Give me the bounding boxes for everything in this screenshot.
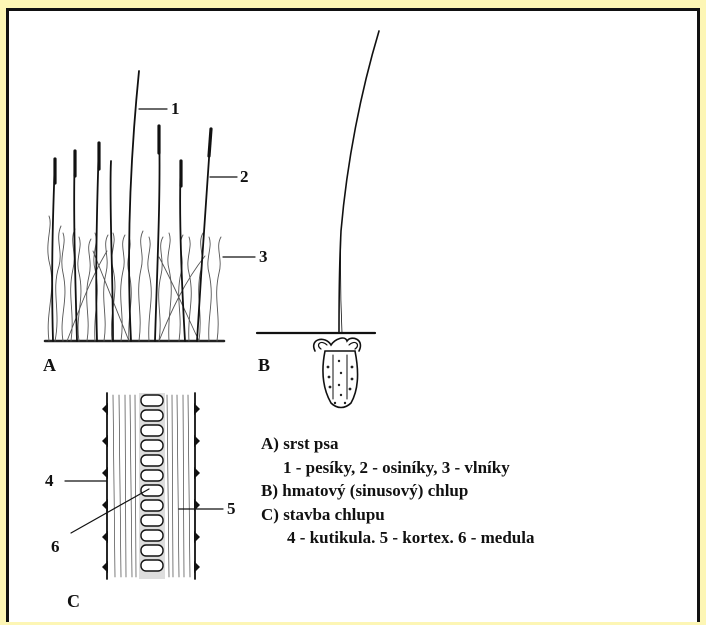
callout-3-label: 3: [259, 247, 268, 267]
medulla-cells: [139, 393, 165, 579]
figure-canvas: A B C 1 2 3 4 5 6 A) srst psa 1 - pesíky…: [6, 8, 700, 622]
figure-legend: A) srst psa 1 - pesíky, 2 - osiníky, 3 -…: [261, 432, 534, 550]
panel-a-drawing: [45, 71, 255, 341]
callout-2-label: 2: [240, 167, 249, 187]
legend-line-a: A) srst psa: [261, 432, 534, 456]
panel-c-drawing: [65, 393, 223, 579]
panel-c-letter: C: [67, 591, 80, 612]
sinus-hair-shaft: [339, 31, 379, 333]
legend-line-c: C) stavba chlupu: [261, 503, 534, 527]
callout-6-label: 6: [51, 537, 60, 557]
panel-b-drawing: [257, 31, 379, 408]
callout-1-label: 1: [171, 99, 180, 119]
callout-4-label: 4: [45, 471, 54, 491]
legend-line-c-sub: 4 - kutikula. 5 - kortex. 6 - medula: [261, 526, 534, 550]
callout-6-line: [71, 489, 149, 533]
legend-line-a-sub: 1 - pesíky, 2 - osiníky, 3 - vlníky: [261, 456, 534, 480]
callout-5-label: 5: [227, 499, 236, 519]
sinus-hair-shaft-inner: [341, 231, 342, 333]
sinus-follicle: [314, 338, 361, 407]
legend-line-b: B) hmatový (sinusový) chlup: [261, 479, 534, 503]
panel-b-letter: B: [258, 355, 270, 376]
panel-a-letter: A: [43, 355, 56, 376]
